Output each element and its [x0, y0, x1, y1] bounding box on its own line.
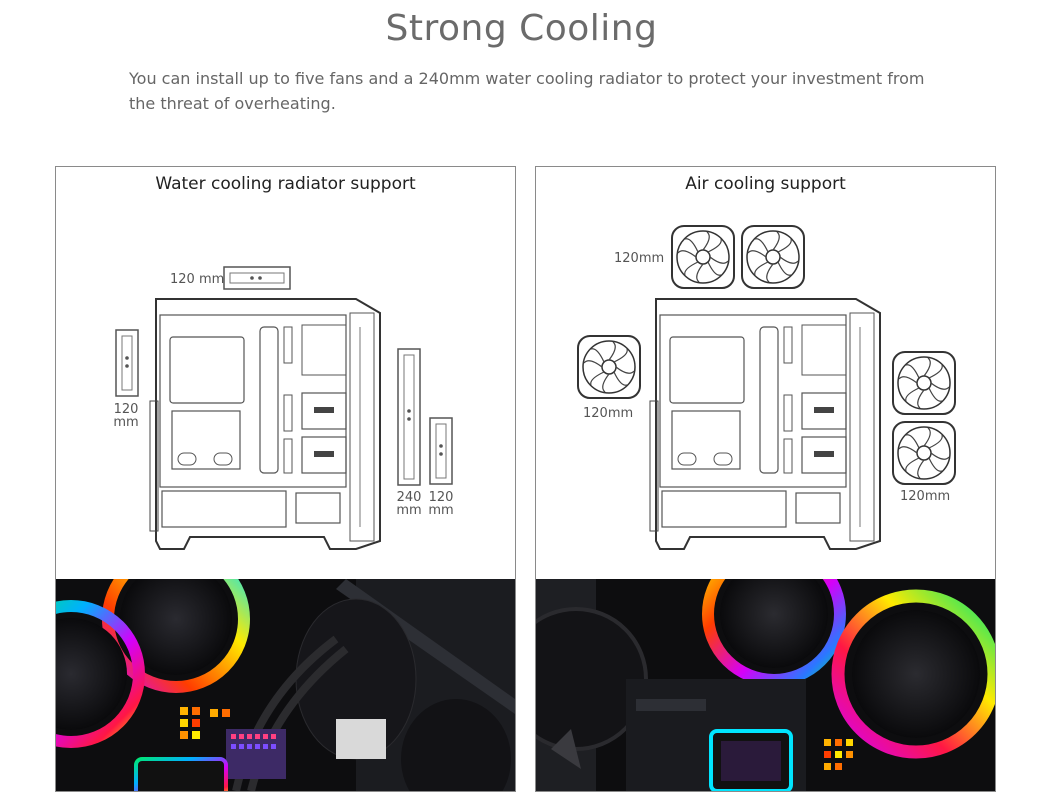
- panel-title: Water cooling radiator support: [155, 174, 416, 194]
- water-cooling-photo: [56, 579, 515, 791]
- air-cooling-panel: Air cooling support 120mm 120mm 120mm: [535, 166, 996, 792]
- fan-icon: [892, 421, 956, 485]
- air-cooling-diagram: 120mm 120mm 120mm: [577, 225, 956, 550]
- rear-fan-label: 120mm: [583, 406, 633, 421]
- radiator-icon: [115, 329, 139, 397]
- top-radiator-label: 120 mm: [170, 272, 224, 287]
- water-cooling-panel: Water cooling radiator support 120 mm 12…: [55, 166, 516, 792]
- fan-icon: [741, 225, 805, 289]
- pc-case-diagram: [149, 298, 381, 550]
- water-cooling-diagram: 120 mm 120 mm 240 mm 120 mm: [113, 266, 454, 550]
- fan-icon: [577, 335, 641, 399]
- radiator-icon: [429, 417, 453, 485]
- fan-icon: [671, 225, 735, 289]
- front-big-label-2: mm: [396, 503, 421, 518]
- radiator-icon: [223, 266, 291, 290]
- front-big-label-1: 240: [397, 490, 422, 505]
- air-cooling-photo: [536, 579, 995, 791]
- front-small-label-2: mm: [428, 503, 453, 518]
- front-small-label-1: 120: [429, 490, 454, 505]
- left-radiator-label-1: 120: [114, 402, 139, 417]
- front-fans-label: 120mm: [900, 489, 950, 504]
- radiator-icon: [397, 348, 421, 486]
- section-title: Strong Cooling: [385, 8, 658, 49]
- fan-icon: [892, 351, 956, 415]
- pc-case-diagram: [649, 298, 881, 550]
- section-description: You can install up to five fans and a 24…: [129, 69, 925, 113]
- panel-title: Air cooling support: [685, 174, 846, 194]
- top-fans-label: 120mm: [614, 251, 664, 266]
- left-radiator-label-2: mm: [113, 415, 138, 430]
